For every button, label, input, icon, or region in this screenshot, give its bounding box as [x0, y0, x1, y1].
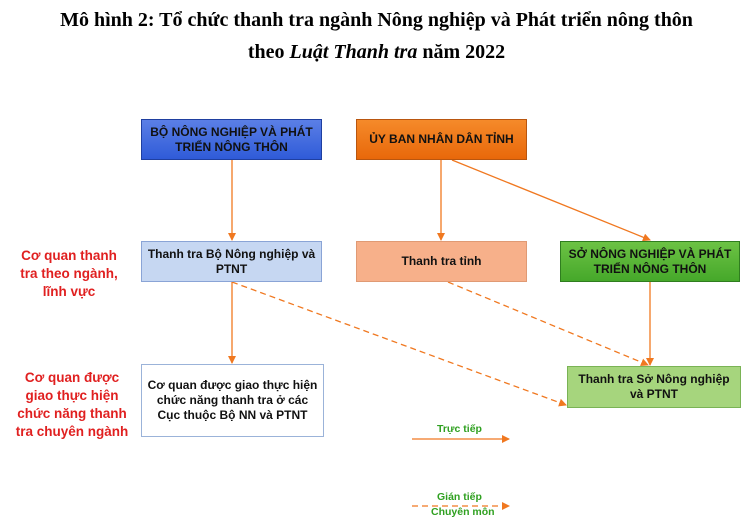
title-law-name: Luật Thanh tra	[289, 41, 418, 63]
box-ubnd-tinh: ỦY BAN NHÂN DÂN TỈNH	[356, 119, 527, 160]
dashed-tttinh-to-ttso	[447, 281, 649, 367]
legend-dashed-label-1: Gián tiếp	[437, 491, 482, 503]
arrow-ubnd-to-so	[451, 159, 651, 242]
box-thanh-tra-tinh: Thanh tra tỉnh	[356, 241, 527, 282]
box-thanh-tra-bo: Thanh tra Bộ Nông nghiệp và PTNT	[141, 241, 322, 282]
box-co-quan-duoc-giao: Cơ quan được giao thực hiện chức năng th…	[141, 364, 324, 437]
box-thanh-tra-so: Thanh tra Sở Nông nghiệp và PTNT	[567, 366, 741, 408]
box-so-nong-nghiep: SỞ NÔNG NGHIỆP VÀ PHÁT TRIỂN NÔNG THÔN	[560, 241, 740, 282]
title-prefix: theo	[247, 41, 290, 63]
side-label-row2: Cơ quan được giao thực hiện chức năng th…	[15, 370, 129, 439]
legend-solid-label: Trực tiếp	[437, 423, 482, 435]
diagram-title-line2: theo Luật Thanh tra năm 2022	[0, 38, 753, 66]
side-label-row1: Cơ quan thanh tra theo ngành, lĩnh vực	[20, 248, 118, 299]
diagram-title-line1: Mô hình 2: Tổ chức thanh tra ngành Nông …	[60, 9, 693, 31]
box-bo-nong-nghiep: BỘ NÔNG NGHIỆP VÀ PHÁT TRIỂN NÔNG THÔN	[141, 119, 322, 160]
title-suffix: năm 2022	[417, 41, 506, 63]
legend-dashed-label-2: Chuyên môn	[431, 506, 495, 518]
